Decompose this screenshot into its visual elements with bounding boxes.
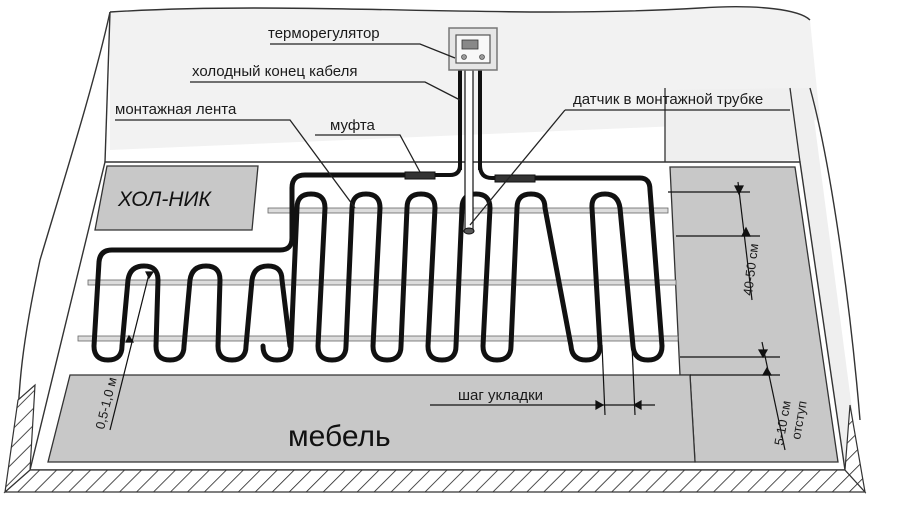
thermostat-button-left bbox=[461, 54, 467, 60]
right-base-hatch bbox=[844, 404, 866, 494]
label-wall-offset-caption: отступ bbox=[788, 400, 810, 441]
left-base-hatch bbox=[4, 383, 36, 494]
label-tape-spacing: 40-50 см bbox=[740, 243, 761, 297]
label-mounting-tape: монтажная лента bbox=[115, 101, 237, 118]
back-wall-outline bbox=[109, 6, 811, 21]
leader-coupling bbox=[315, 134, 421, 173]
cable-main-serpentine bbox=[260, 175, 665, 363]
callout-leaders bbox=[115, 43, 790, 226]
label-fridge: ХОЛ-НИК bbox=[117, 188, 213, 211]
coupling-right bbox=[494, 174, 536, 183]
dimension-wall-offset bbox=[680, 341, 786, 451]
sensor-tip bbox=[463, 227, 475, 235]
coupling-left bbox=[404, 171, 436, 180]
tape-middle bbox=[87, 279, 677, 286]
cable-left-serpentine bbox=[91, 172, 408, 363]
cold-cable-left-bend bbox=[435, 164, 462, 177]
label-cold-cable: холодный конец кабеля bbox=[192, 63, 357, 80]
wall-left-edge bbox=[104, 11, 111, 163]
leader-thermostat bbox=[270, 43, 456, 59]
label-thermostat: терморегулятор bbox=[268, 25, 380, 42]
fridge-zone bbox=[94, 165, 259, 231]
furniture-zone bbox=[47, 374, 696, 463]
right-wall bbox=[665, 88, 860, 470]
leader-cold-cable bbox=[190, 81, 461, 101]
dimension-tape-spacing bbox=[668, 181, 760, 301]
wall-corner-line bbox=[789, 87, 801, 163]
cold-cable-right-bend bbox=[478, 164, 495, 180]
floor-base-hatch bbox=[3, 469, 867, 493]
label-furniture: мебель bbox=[288, 420, 391, 453]
wall-right-curve bbox=[809, 87, 861, 421]
sensor-tube bbox=[464, 69, 474, 231]
leader-mounting-tape bbox=[115, 119, 356, 209]
dimension-furniture-gap bbox=[109, 271, 155, 431]
label-coupling: муфта bbox=[330, 117, 376, 134]
heating-cable bbox=[91, 172, 665, 363]
thermostat-display bbox=[461, 39, 479, 50]
label-sensor: датчик в монтажной трубке bbox=[573, 91, 763, 108]
thermostat bbox=[448, 27, 498, 71]
dimension-lay-step bbox=[430, 344, 655, 416]
thermostat-button-right bbox=[479, 54, 485, 60]
leader-sensor-diagonal bbox=[469, 109, 566, 226]
wall-left-curve bbox=[16, 11, 111, 471]
tape-bottom bbox=[77, 335, 679, 342]
label-lay-step: шаг укладки bbox=[458, 387, 543, 404]
